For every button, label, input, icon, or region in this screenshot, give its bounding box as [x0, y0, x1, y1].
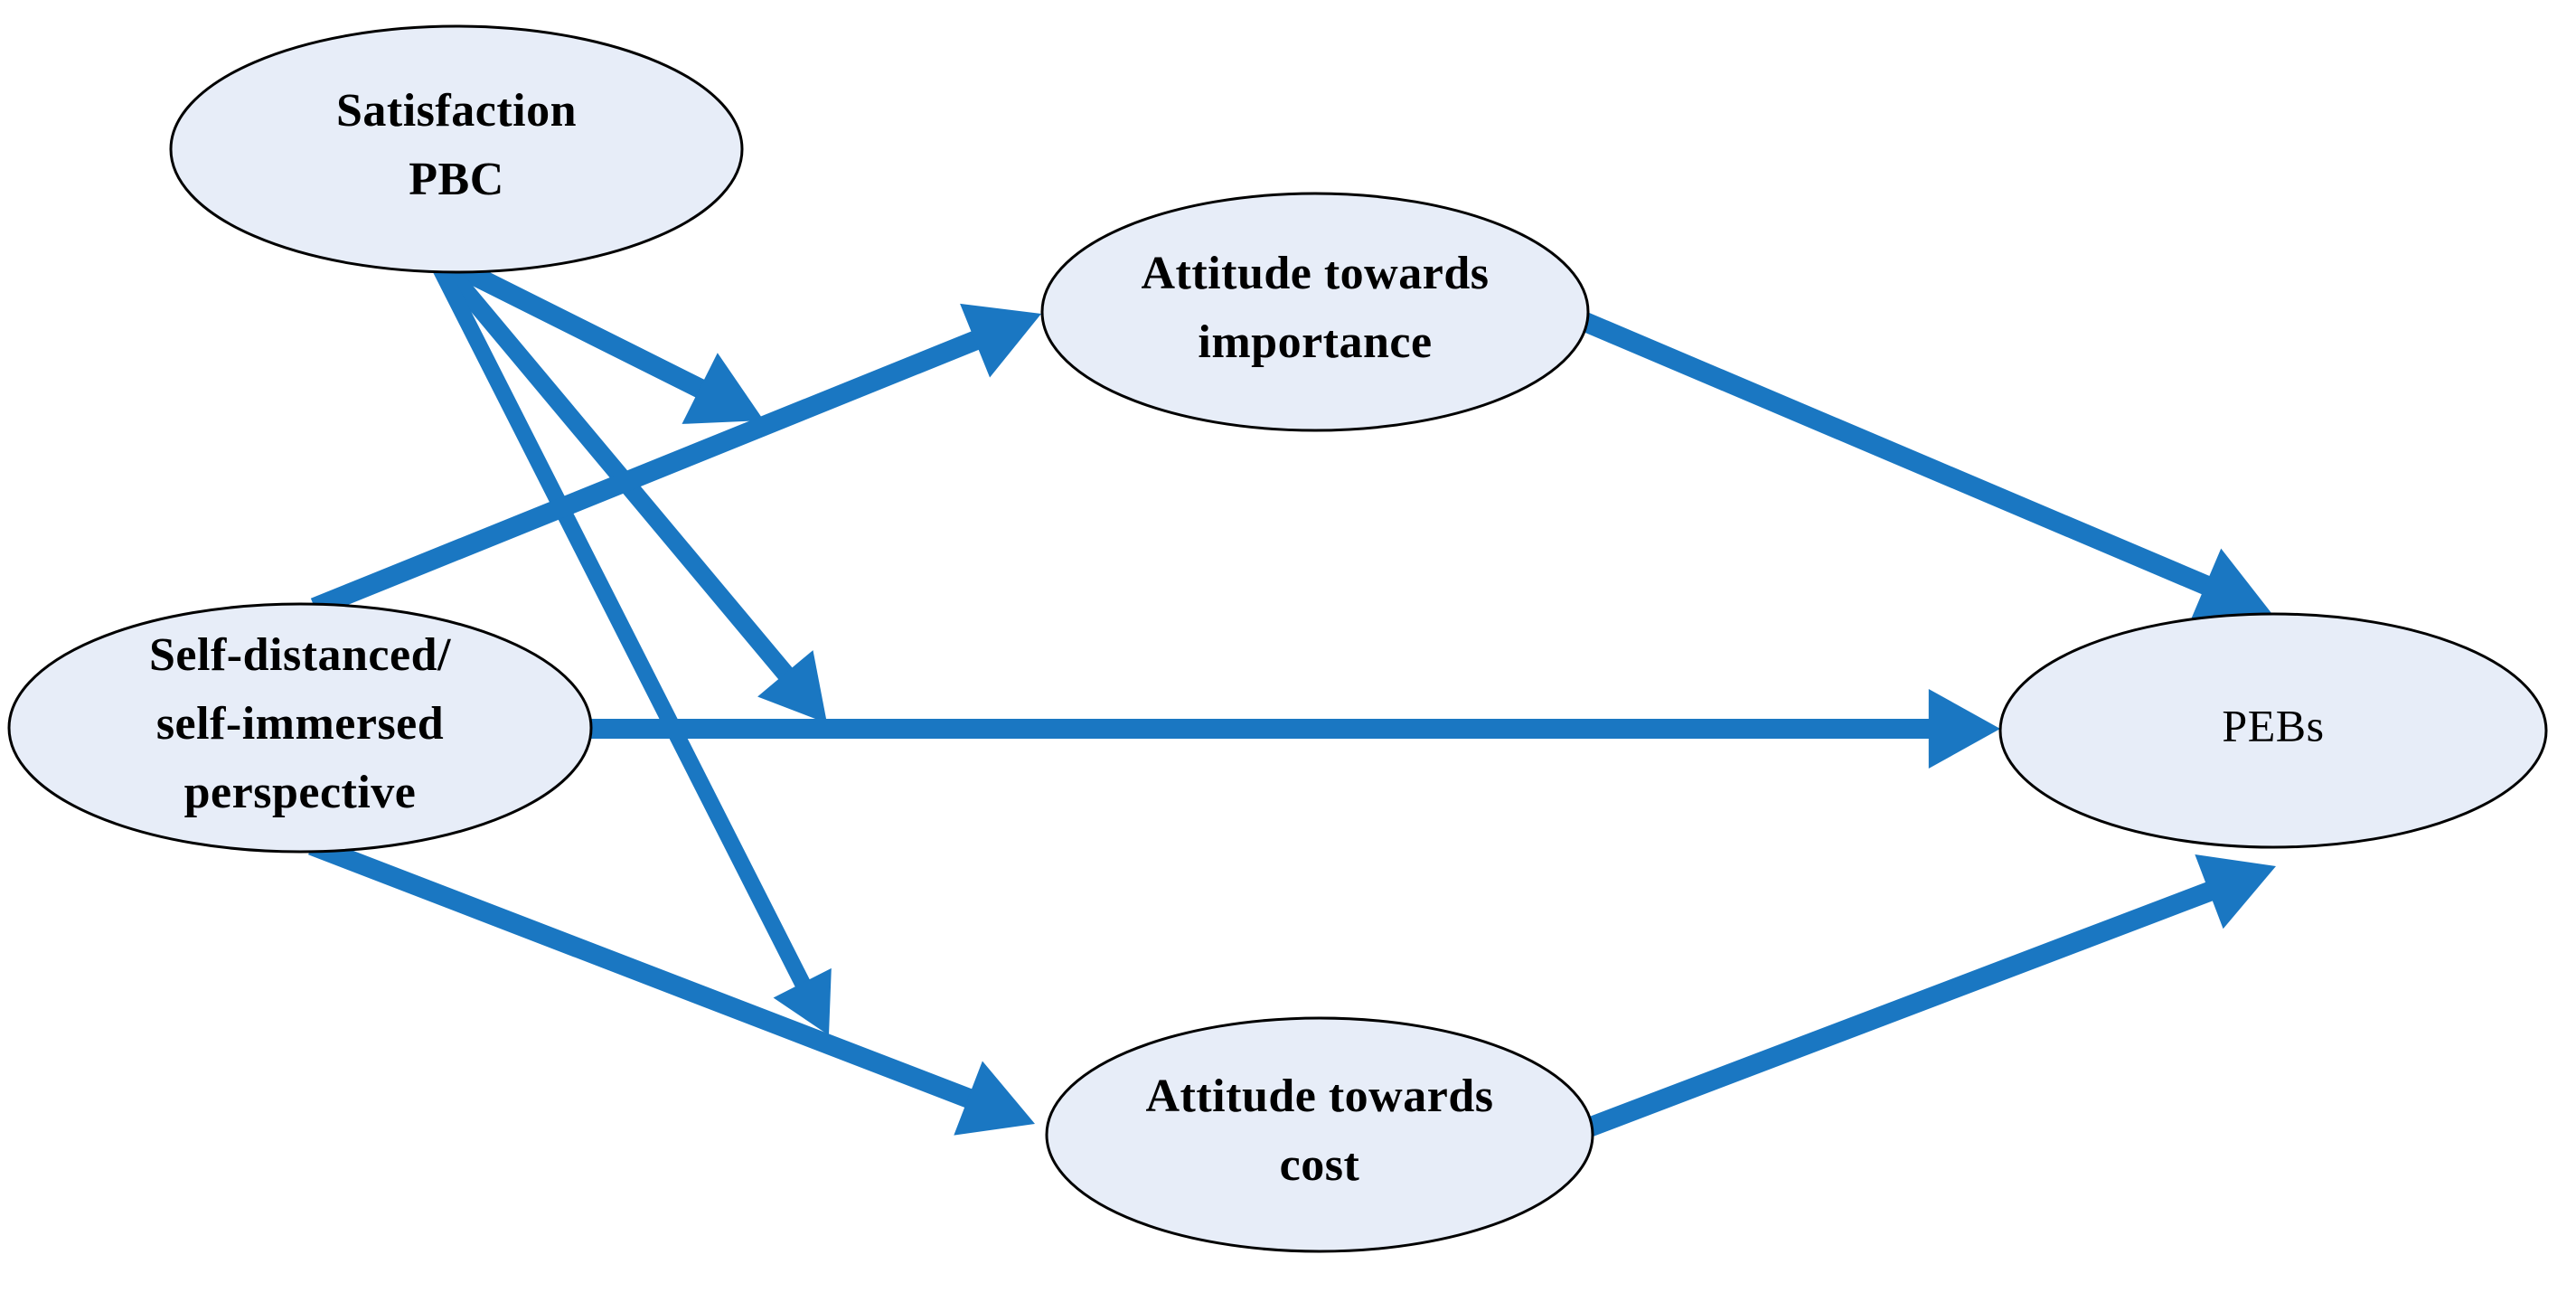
edge-self-perspective-to-pebs-arrowhead-icon [1928, 689, 2000, 769]
edge-satisfaction-to-attitude-cost-shaft [430, 260, 816, 998]
edge-self-perspective-to-attitude-cost [308, 835, 1035, 1136]
satisfaction-pbc-node-label-line-1: Satisfaction [336, 85, 577, 137]
edge-self-perspective-to-attitude-importance-arrowhead-icon [960, 303, 1041, 378]
edge-satisfaction-to-midpoint [443, 253, 764, 424]
self-perspective-node-ellipse[interactable] [7, 602, 593, 854]
edge-attitude-cost-to-pebs-shaft [1571, 876, 2228, 1143]
attitude-importance-node-label-line-2: importance [1198, 316, 1432, 368]
self-perspective-node-label-line-3: perspective [184, 767, 417, 818]
satisfaction-pbc-node-label-line-2: PBC [409, 154, 504, 205]
attitude-cost-node-ellipse[interactable] [1045, 1016, 1594, 1253]
self-perspective-node-label-line-1: Self-distanced/ [149, 629, 451, 681]
pebs-node-ellipse[interactable] [1998, 612, 2548, 849]
edge-attitude-cost-to-pebs [1571, 854, 2276, 1143]
self-perspective-node-label-line-2: self-immersed [156, 698, 444, 750]
edge-satisfaction-to-attitude-cost [430, 260, 832, 1035]
attitude-importance-node-ellipse[interactable] [1040, 192, 1590, 432]
edge-self-perspective-to-attitude-importance-shaft [310, 325, 993, 618]
edge-satisfaction-to-pebs-line-arrowhead-icon [757, 650, 827, 723]
satisfaction-pbc-node-ellipse[interactable] [169, 24, 744, 274]
edge-satisfaction-to-attitude-cost-arrowhead-icon [773, 967, 832, 1035]
edge-self-perspective-to-attitude-importance [310, 303, 1041, 618]
edge-self-perspective-to-attitude-cost-shaft [308, 835, 987, 1114]
edge-attitude-cost-to-pebs-arrowhead-icon [2195, 854, 2276, 929]
pebs-node-label-line-1: PEBs [2222, 700, 2324, 750]
attitude-importance-node-label-line-1: Attitude towards [1142, 248, 1490, 299]
edge-self-perspective-to-pebs [590, 689, 2000, 769]
edge-attitude-importance-to-pebs-shaft [1564, 305, 2224, 601]
attitude-cost-node-label-line-1: Attitude towards [1146, 1071, 1494, 1122]
pebs-node[interactable]: PEBs [1998, 612, 2548, 849]
edge-self-perspective-to-attitude-cost-arrowhead-icon [954, 1061, 1035, 1136]
edges-layer [308, 253, 2276, 1143]
edge-attitude-importance-to-pebs [1564, 305, 2271, 622]
edge-attitude-importance-to-pebs-arrowhead-icon [2189, 548, 2271, 622]
edge-satisfaction-to-midpoint-shaft [443, 253, 719, 405]
attitude-cost-node[interactable]: Attitude towards cost [1045, 1016, 1594, 1253]
attitude-importance-node[interactable]: Attitude towards importance [1040, 192, 1590, 432]
self-perspective-node[interactable]: Self-distanced/self-immersed perspective [7, 602, 593, 854]
edge-satisfaction-to-midpoint-arrowhead-icon [682, 353, 764, 424]
attitude-cost-node-label-line-2: cost [1280, 1139, 1360, 1191]
